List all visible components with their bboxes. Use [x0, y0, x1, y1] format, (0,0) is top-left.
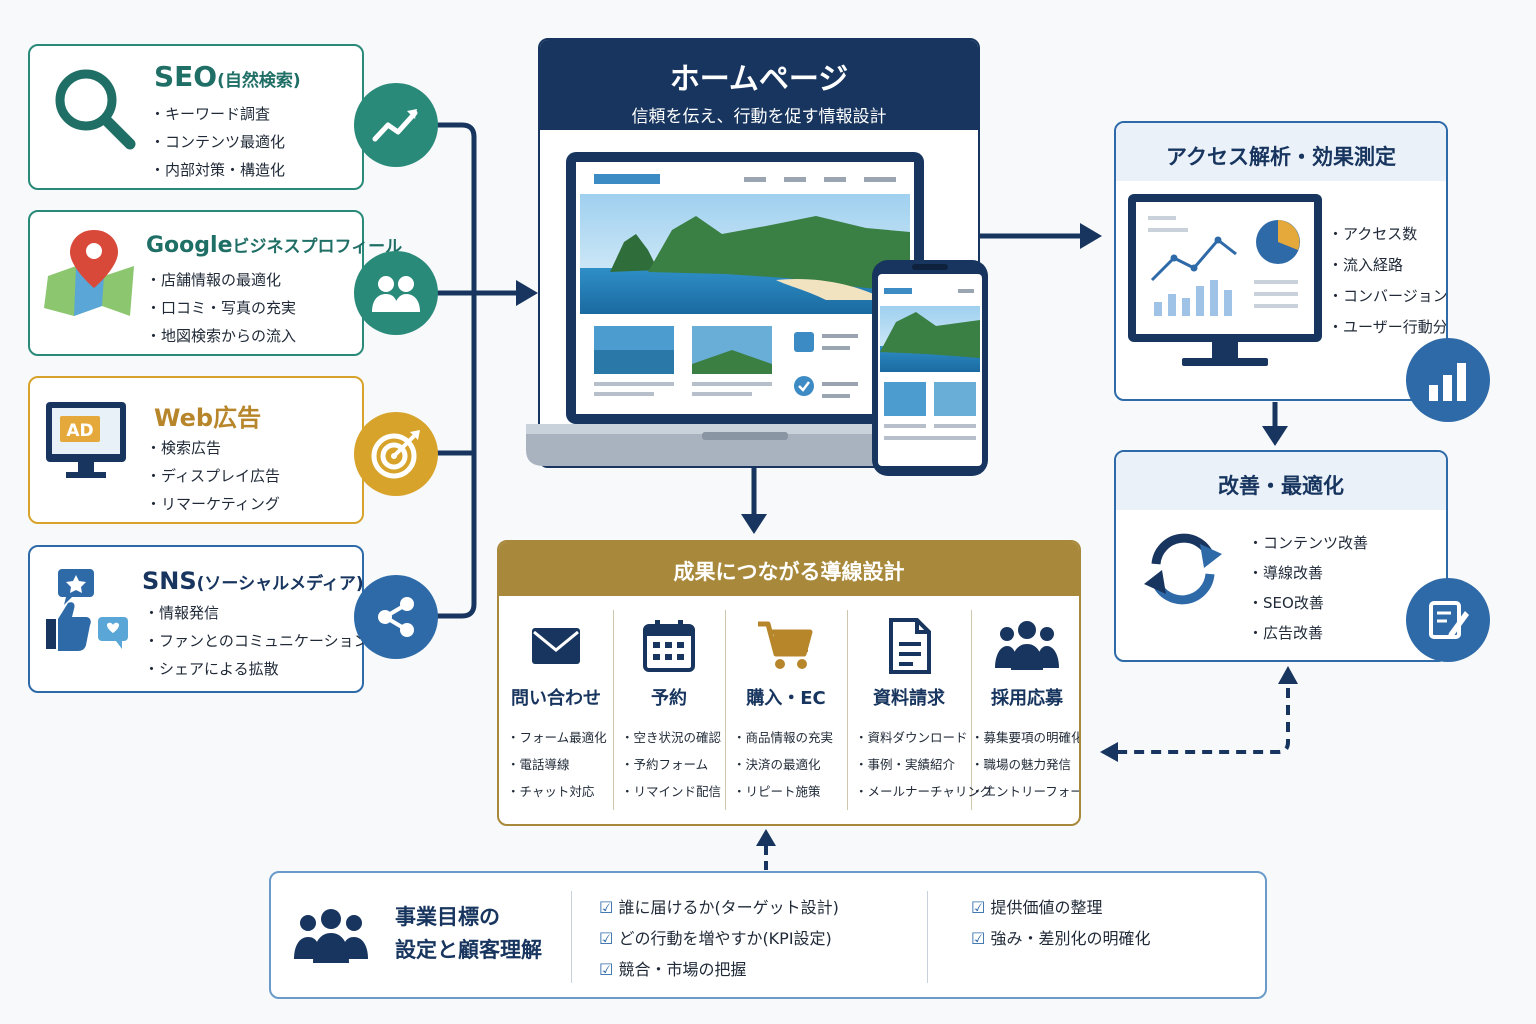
list-item: ファンとのコミュニケーション [144, 627, 369, 655]
foundation-title-line2: 設定と顧客理解 [395, 938, 542, 962]
conversion-col-reservation: 予約 空き状況の確認 予約フォーム リマインド配信 [613, 596, 725, 824]
list-item: 職場の魅力発信 [971, 751, 1079, 778]
channel-card-web-ads: AD Web広告 検索広告 ディスプレイ広告 リマーケティング [28, 376, 364, 524]
homepage-title: ホームページ [669, 62, 849, 97]
list-item: 決済の最適化 [733, 751, 847, 778]
refresh-icon [1144, 533, 1222, 605]
list-item: 流入経路 [1328, 250, 1446, 281]
divider [571, 891, 572, 983]
channel-title: Web広告 [154, 404, 262, 432]
channel-subtitle: (ソーシャルメディア) [196, 574, 364, 594]
conversion-col-inquiry: 問い合わせ フォーム最適化 電話導線 チャット対応 [499, 596, 613, 824]
map-pin-icon [44, 230, 134, 316]
svg-text:AD: AD [66, 421, 93, 441]
list-item: コンバージョン率 [1328, 281, 1446, 312]
conversion-title: 成果につながる導線設計 [673, 560, 905, 584]
list-item: 検索広告 [146, 434, 280, 462]
channel-card-google: Googleビジネスプロフィール 店舗情報の最適化 口コミ・写真の充実 地図検索… [28, 210, 402, 356]
divider [927, 891, 928, 983]
foundation-panel: 事業目標の 設定と顧客理解 誰に届けるか(ターゲット設計) どの行動を増やすか(… [269, 871, 1267, 999]
list-item: 電話導線 [507, 751, 613, 778]
checklist-item: 強み・差別化の明確化 [971, 923, 1150, 954]
conversion-col-title: 予約 [651, 688, 687, 709]
foundation-title-line1: 事業目標の [395, 905, 500, 929]
bar-chart-icon [1406, 338, 1490, 422]
list-item: ディスプレイ広告 [146, 462, 280, 490]
edit-document-icon [1406, 578, 1490, 662]
conversion-col-title: 採用応募 [991, 688, 1063, 709]
checklist-item: 提供価値の整理 [971, 892, 1150, 923]
list-item: コンテンツ最適化 [150, 128, 285, 156]
channel-subtitle: (自然検索) [217, 71, 301, 91]
trend-up-icon [354, 83, 438, 167]
cart-icon [758, 621, 813, 669]
divider [613, 610, 614, 810]
channel-card-sns: SNS(ソーシャルメディア) 情報発信 ファンとのコミュニケーション シェアによ… [28, 545, 369, 693]
divider [725, 610, 726, 810]
channel-subtitle: ビジネスプロフィール [232, 237, 403, 257]
ad-monitor-icon: AD [46, 402, 126, 478]
conversion-col-purchase: 購入・EC 商品情報の充実 決済の最適化 リピート施策 [725, 596, 847, 824]
social-icon [46, 569, 128, 651]
list-item: SEO改善 [1248, 588, 1368, 618]
conversion-col-title: 問い合わせ [511, 688, 601, 709]
list-item: チャット対応 [507, 778, 613, 805]
channel-title: SNS [142, 567, 197, 595]
list-item: リマインド配信 [621, 778, 725, 805]
list-item: メールナーチャリング [855, 778, 993, 805]
conversion-col-documents: 資料請求 資料ダウンロード 事例・実績紹介 メールナーチャリング [847, 596, 993, 824]
list-item: リピート施策 [733, 778, 847, 805]
improve-panel: 改善・最適化 コンテンツ改善 導線改善 SEO改善 広告改善 [1114, 450, 1448, 662]
list-item: アクセス数 [1328, 219, 1446, 250]
calendar-icon [643, 620, 695, 672]
conversion-col-title: 購入・EC [746, 688, 826, 709]
list-item: 店舗情報の最適化 [146, 266, 296, 294]
checklist-item: 誰に届けるか(ターゲット設計) [599, 892, 839, 923]
share-icon [354, 575, 438, 659]
list-item: 事例・実績紹介 [855, 751, 971, 778]
target-icon [354, 412, 438, 496]
list-item: ユーザー行動分析 [1328, 312, 1446, 343]
conversion-panel: 成果につながる導線設計 問い合わせ フォーム最適化 電話導線 チャット対応 予約… [497, 540, 1081, 826]
analytics-title: アクセス解析・効果測定 [1166, 145, 1396, 169]
mail-icon [532, 628, 580, 664]
divider [847, 610, 848, 810]
list-item: 募集要項の明確化 [971, 724, 1079, 751]
improve-title: 改善・最適化 [1218, 474, 1344, 498]
document-icon [889, 618, 931, 674]
checklist-item: どの行動を増やすか(KPI設定) [599, 923, 839, 954]
divider [971, 610, 972, 810]
conversion-col-recruit: 採用応募 募集要項の明確化 職場の魅力発信 エントリーフォーム [971, 596, 1079, 824]
list-item: 空き状況の確認 [621, 724, 725, 751]
team-icon [294, 909, 368, 963]
laptop-illustration [526, 152, 988, 476]
list-item: エントリーフォーム [971, 778, 1079, 805]
channel-title: Google [146, 233, 233, 258]
list-item: 商品情報の充実 [733, 724, 847, 751]
list-item: リマーケティング [146, 490, 280, 518]
list-item: 広告改善 [1248, 618, 1368, 648]
search-icon [55, 69, 136, 150]
list-item: 情報発信 [144, 599, 369, 627]
list-item: 口コミ・写真の充実 [146, 294, 296, 322]
channel-card-seo: SEO(自然検索) キーワード調査 コンテンツ最適化 内部対策・構造化 [28, 44, 364, 190]
list-item: 導線改善 [1248, 558, 1368, 588]
list-item: 資料ダウンロード [855, 724, 971, 751]
list-item: 予約フォーム [621, 751, 725, 778]
list-item: キーワード調査 [150, 100, 285, 128]
people-icon [995, 621, 1059, 670]
channel-title: SEO [154, 60, 218, 93]
homepage-header: ホームページ 信頼を伝え、行動を促す情報設計 [540, 40, 978, 130]
list-item: シェアによる拡散 [144, 655, 369, 683]
list-item: 地図検索からの流入 [146, 322, 296, 350]
conversion-col-title: 資料請求 [873, 688, 945, 709]
list-item: 内部対策・構造化 [150, 156, 285, 184]
checklist-item: 競合・市場の把握 [599, 954, 839, 985]
users-icon [354, 251, 438, 335]
list-item: コンテンツ改善 [1248, 528, 1368, 558]
homepage-subtitle: 信頼を伝え、行動を促す情報設計 [631, 107, 887, 127]
list-item: フォーム最適化 [507, 724, 613, 751]
analytics-monitor-icon [1128, 194, 1322, 366]
